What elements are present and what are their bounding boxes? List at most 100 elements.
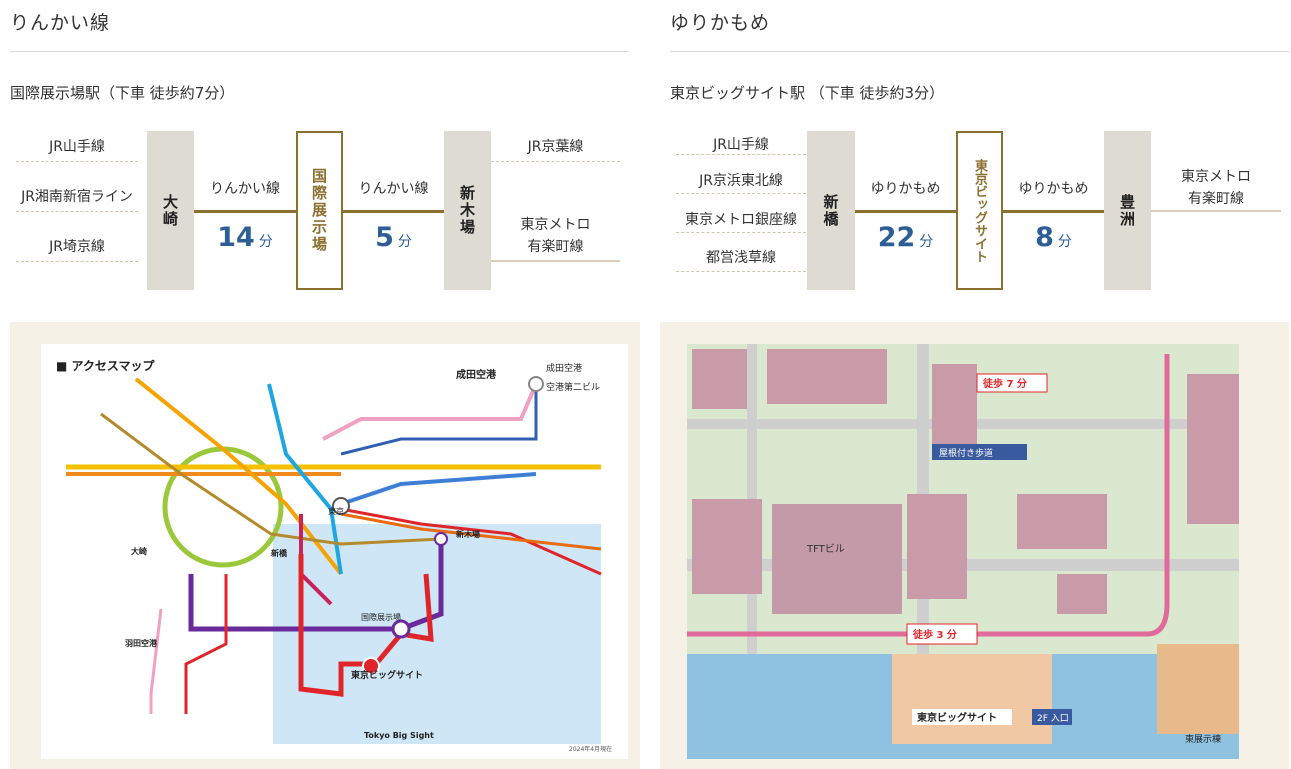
route-line-name: ゆりかもめ bbox=[870, 181, 941, 197]
shinkiba-label: 新木場 bbox=[456, 529, 480, 539]
yurakucho-line bbox=[100, 412, 442, 546]
transfer-line: 東京メトロ銀座線 bbox=[685, 212, 797, 228]
osaki-label: 大崎 bbox=[131, 546, 147, 556]
route-line-name: りんかい線 bbox=[358, 181, 429, 197]
walk-7-badge bbox=[976, 373, 1048, 393]
building bbox=[692, 499, 762, 594]
bigsight-building bbox=[892, 654, 1052, 744]
destination-station-name: 国際展示場 bbox=[310, 168, 328, 253]
svg-text:徒歩 7 分: 徒歩 7 分 bbox=[982, 377, 1027, 390]
covered-walkway-label bbox=[932, 444, 1027, 460]
narita-terminal2-label: 空港第二ビル bbox=[546, 381, 600, 393]
hub-station-box: 新橋 bbox=[807, 131, 855, 290]
divider bbox=[10, 51, 629, 52]
area-map-svg: 徒歩 7 分 徒歩 3 分 屋根付き歩道 TFTビル 東京ビッグサイト 2F 入… bbox=[687, 344, 1239, 759]
bay-water bbox=[273, 524, 601, 744]
line-connector bbox=[676, 193, 806, 194]
transfer-line: JR山手線 bbox=[49, 139, 105, 155]
bigsight-map-label bbox=[912, 709, 1012, 725]
keikyu-line bbox=[149, 608, 163, 714]
route-line bbox=[855, 210, 956, 213]
route-map-svg: ■ アクセスマップ 成田空港 成田空港 空港第二ビル 東京ビッグサイト Toky… bbox=[56, 358, 612, 753]
transfer-line: JR京浜東北線 bbox=[699, 173, 783, 189]
hub-station-box: 大崎 bbox=[147, 131, 194, 290]
kokusai-tenjijo-label: 国際展示場 bbox=[361, 612, 401, 622]
line-connector bbox=[491, 260, 620, 262]
musashino-line bbox=[340, 512, 602, 551]
hub-station-box: 新木場 bbox=[444, 131, 491, 290]
tokyo-station-marker bbox=[332, 497, 350, 515]
station-info: 国際展示場駅（下車 徒歩約7分） bbox=[10, 84, 235, 102]
destination-station-name: 東京ビッグサイト bbox=[972, 158, 987, 263]
tokyo-label: 東京 bbox=[328, 506, 344, 516]
access-route-map[interactable]: ■ アクセスマップ 成田空港 成田空港 空港第二ビル 東京ビッグサイト Toky… bbox=[41, 344, 628, 759]
svg-text:東京ビッグサイト: 東京ビッグサイト bbox=[917, 711, 997, 724]
transfer-line: 東京メトロ bbox=[1181, 169, 1251, 185]
line-connector bbox=[676, 271, 806, 272]
station-info: 東京ビッグサイト駅 （下車 徒歩約3分） bbox=[670, 84, 945, 102]
transfer-line: JR埼京線 bbox=[49, 239, 105, 255]
transfer-line: 有楽町線 bbox=[527, 239, 584, 255]
east-hall bbox=[1157, 644, 1239, 734]
hub-station-name: 大崎 bbox=[161, 193, 179, 228]
panasonic-building bbox=[932, 364, 977, 444]
svg-text:2F 入口: 2F 入口 bbox=[1037, 713, 1069, 724]
narita-airport-label: 成田空港 bbox=[456, 368, 497, 381]
walk-3-badge bbox=[906, 623, 978, 645]
transfer-line: JR湘南新宿ライン bbox=[21, 189, 133, 205]
hub-station-name: 新木場 bbox=[458, 185, 476, 236]
transfer-line: 都営浅草線 bbox=[706, 250, 776, 266]
line-connector bbox=[676, 154, 806, 155]
svg-text:徒歩 3 分: 徒歩 3 分 bbox=[912, 628, 957, 641]
entrance-2f-label bbox=[1032, 709, 1072, 725]
access-map-title: ■ アクセスマップ bbox=[56, 358, 156, 373]
line-connector bbox=[676, 232, 806, 233]
line-connector bbox=[1151, 210, 1281, 212]
hub-station-box: 豊洲 bbox=[1104, 131, 1151, 290]
route-line-name: りんかい線 bbox=[210, 181, 280, 197]
line-connector bbox=[491, 161, 620, 162]
hub-station-name: 豊洲 bbox=[1118, 193, 1136, 228]
map-date: 2024年4月現在 bbox=[569, 745, 612, 753]
transfer-line: 有楽町線 bbox=[1188, 191, 1244, 207]
route-line-name: ゆりかもめ bbox=[1018, 181, 1089, 197]
bigsight-station-label: 東京ビッグサイト bbox=[351, 669, 423, 681]
tft-building bbox=[772, 504, 902, 614]
line-connector bbox=[16, 211, 138, 212]
divider bbox=[670, 51, 1290, 52]
narita-terminal-label: 成田空港 bbox=[546, 362, 582, 374]
skyliner-line bbox=[322, 383, 538, 441]
narita-marker bbox=[528, 376, 544, 392]
destination-station-box: 国際展示場 bbox=[296, 131, 343, 290]
destination-station-box: 東京ビッグサイト bbox=[956, 131, 1003, 290]
bigsight-marker bbox=[362, 657, 380, 675]
yurikamome-track bbox=[687, 354, 1170, 637]
tft-label: TFTビル bbox=[806, 543, 845, 555]
route-line bbox=[194, 210, 296, 213]
keiyo-line bbox=[340, 507, 602, 576]
kokusai-tenjijo-marker bbox=[391, 619, 411, 639]
sobu-rapid-line bbox=[340, 472, 537, 506]
transfer-line: JR京葉線 bbox=[527, 139, 584, 155]
shimbashi-label: 新橋 bbox=[271, 548, 288, 558]
central-tower bbox=[1057, 574, 1107, 614]
area-map[interactable]: 徒歩 7 分 徒歩 3 分 屋根付き歩道 TFTビル 東京ビッグサイト 2F 入… bbox=[687, 344, 1239, 759]
section-heading: りんかい線 bbox=[10, 12, 111, 34]
hotel-building bbox=[1017, 494, 1107, 549]
building bbox=[692, 349, 747, 409]
section-heading: ゆりかもめ bbox=[670, 12, 771, 34]
hub-station-name: 新橋 bbox=[821, 193, 840, 228]
haneda-label: 羽田空港 bbox=[125, 638, 158, 648]
svg-text:屋根付き歩道: 屋根付き歩道 bbox=[939, 447, 993, 459]
monorail-line bbox=[184, 574, 228, 714]
ariake-garden bbox=[1187, 374, 1239, 524]
frontier-building bbox=[907, 494, 967, 599]
route-line bbox=[343, 210, 444, 213]
east-hall-label: 東展示棟 bbox=[1185, 733, 1221, 745]
building bbox=[767, 349, 887, 404]
yurikamome-line bbox=[298, 554, 434, 697]
line-connector bbox=[16, 261, 138, 262]
